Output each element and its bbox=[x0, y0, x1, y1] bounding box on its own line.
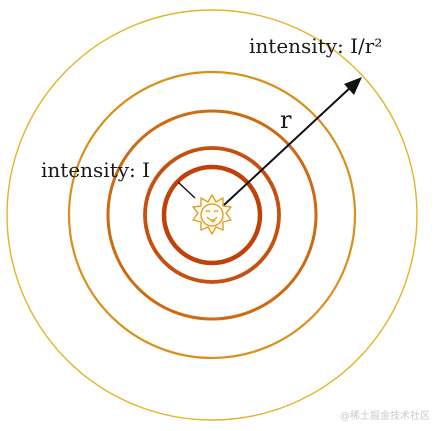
rings bbox=[6, 9, 418, 421]
ring-5 bbox=[6, 9, 418, 421]
sun-icon bbox=[192, 194, 232, 235]
intensity-near-label: intensity: I bbox=[41, 158, 150, 182]
radius-arrow bbox=[223, 77, 362, 206]
radius-label: r bbox=[280, 106, 292, 134]
ring-4 bbox=[67, 70, 357, 360]
intensity-leader-line bbox=[177, 181, 196, 199]
ring-3 bbox=[106, 109, 318, 321]
intensity-far-label: intensity: I/r² bbox=[249, 34, 382, 58]
ring-1 bbox=[161, 164, 263, 266]
watermark: @稀土掘金技术社区 bbox=[340, 409, 430, 422]
ring-2 bbox=[143, 146, 281, 284]
